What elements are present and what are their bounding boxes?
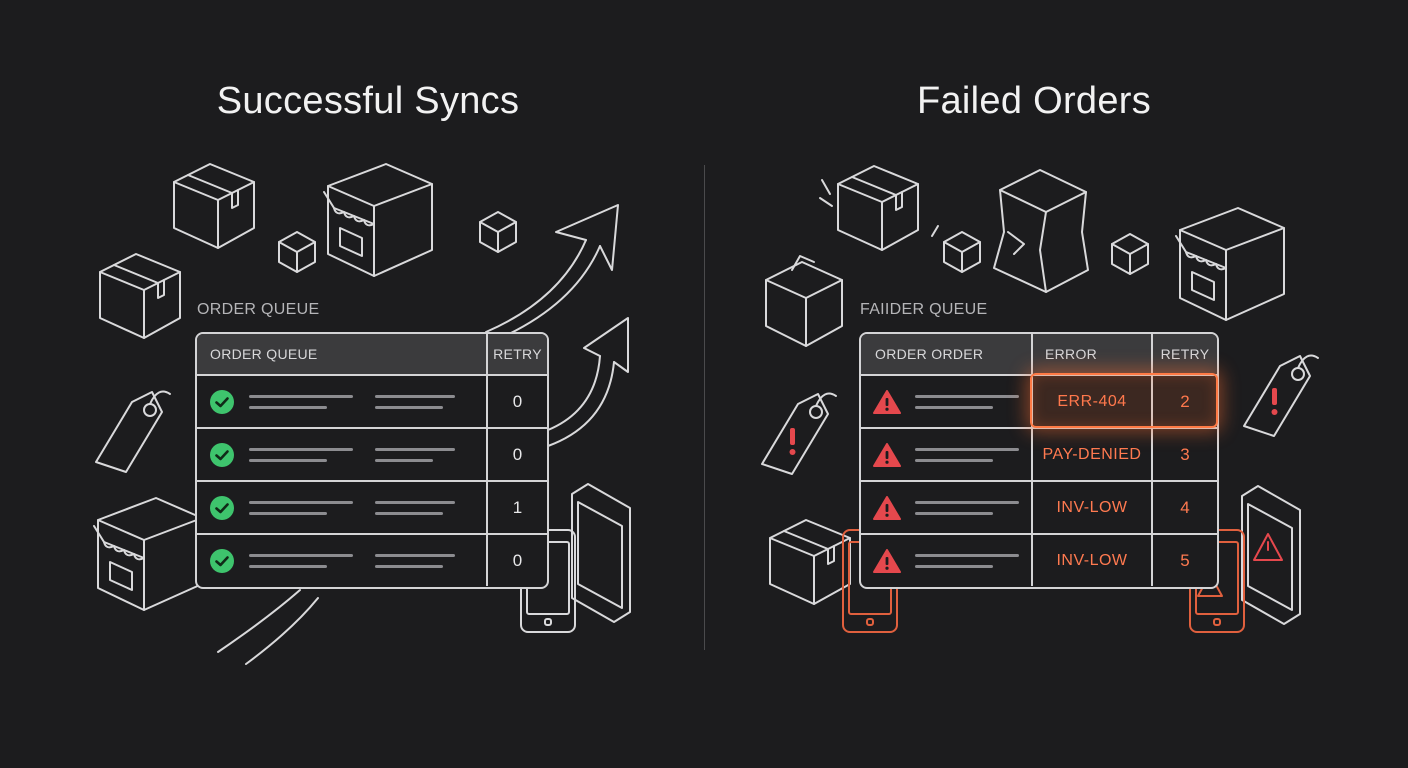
order-placeholder-lines	[375, 500, 455, 515]
trend-arrow-icon	[485, 239, 587, 333]
table-row[interactable]: 1	[197, 480, 547, 533]
order-cell	[861, 429, 1031, 480]
package-box-icon	[765, 255, 843, 347]
order-placeholder-lines	[915, 394, 1019, 409]
error-code: INV-LOW	[1031, 482, 1151, 533]
check-circle-icon	[210, 389, 234, 414]
order-placeholder-lines	[915, 500, 1019, 515]
retry-count: 1	[486, 482, 547, 533]
table-row[interactable]: INV-LOW 4	[861, 480, 1217, 533]
check-circle-icon	[210, 442, 234, 467]
success-order-table: ORDER QUEUE RETRY 0 0 1 0	[195, 332, 549, 589]
retry-count: 0	[486, 429, 547, 480]
alert-tag-icon	[761, 392, 837, 475]
column-header-retry[interactable]: RETRY	[1151, 334, 1217, 374]
package-box-icon	[99, 253, 181, 339]
order-cell	[197, 429, 486, 480]
error-code: INV-LOW	[1031, 535, 1151, 586]
cube-icon	[479, 211, 517, 253]
order-cell	[197, 535, 486, 586]
order-cell	[861, 376, 1031, 427]
retry-count: 3	[1151, 429, 1217, 480]
table-header-row: ORDER QUEUE RETRY	[197, 334, 547, 374]
order-placeholder-lines	[249, 500, 353, 515]
package-box-icon	[173, 163, 255, 249]
warning-triangle-icon	[873, 389, 901, 414]
storefront-icon	[93, 497, 203, 611]
table-row[interactable]: 0	[197, 427, 547, 480]
column-header-order[interactable]: ORDER ORDER	[875, 346, 984, 362]
table-row[interactable]: 0	[197, 374, 547, 427]
failed-order-table: ORDER ORDER ERROR RETRY ERR-404 2 PAY-DE…	[859, 332, 1219, 589]
tablet-icon	[571, 483, 631, 623]
table-row[interactable]: ERR-404 2	[861, 374, 1217, 427]
retry-count: 0	[486, 376, 547, 427]
order-placeholder-lines	[249, 553, 353, 568]
motion-lines-icon	[819, 179, 833, 207]
damaged-box-icon	[993, 169, 1089, 293]
failed-queue-label: FAIIDER QUEUE	[860, 301, 988, 318]
error-code: ERR-404	[1031, 376, 1151, 427]
table-row[interactable]: 0	[197, 533, 547, 586]
retry-count: 2	[1151, 376, 1217, 427]
retry-count: 4	[1151, 482, 1217, 533]
retry-count: 0	[486, 535, 547, 586]
storefront-icon	[323, 163, 433, 277]
table-row[interactable]: INV-LOW 5	[861, 533, 1217, 586]
order-placeholder-lines	[375, 447, 455, 462]
column-header-retry[interactable]: RETRY	[486, 334, 547, 374]
table-header-row: ORDER ORDER ERROR RETRY	[861, 334, 1217, 374]
alert-device-icon	[1241, 485, 1301, 625]
package-box-icon	[837, 165, 919, 251]
warning-triangle-icon	[873, 442, 901, 467]
storefront-icon	[1175, 207, 1285, 321]
order-placeholder-lines	[375, 553, 455, 568]
failed-orders-title: Failed Orders	[916, 80, 1152, 122]
successful-syncs-title: Successful Syncs	[216, 80, 520, 122]
retry-count: 5	[1151, 535, 1217, 586]
order-cell	[197, 482, 486, 533]
check-circle-icon	[210, 495, 234, 520]
warning-triangle-icon	[873, 548, 901, 573]
order-placeholder-lines	[915, 447, 1019, 462]
order-cell	[197, 376, 486, 427]
price-tag-icon	[95, 390, 171, 473]
order-placeholder-lines	[915, 553, 1019, 568]
warning-triangle-icon	[873, 495, 901, 520]
panel-divider	[704, 165, 705, 650]
package-box-icon	[769, 519, 851, 605]
cube-icon	[1111, 233, 1149, 275]
order-cell	[861, 535, 1031, 586]
order-cell	[861, 482, 1031, 533]
cube-icon	[943, 231, 981, 273]
error-row-highlight	[1030, 373, 1218, 428]
error-code: PAY-DENIED	[1031, 429, 1151, 480]
alert-tag-icon	[1243, 354, 1319, 437]
table-row[interactable]: PAY-DENIED 3	[861, 427, 1217, 480]
order-placeholder-lines	[249, 447, 353, 462]
cube-icon	[278, 231, 316, 273]
check-circle-icon	[210, 548, 234, 573]
order-placeholder-lines	[375, 394, 455, 409]
order-queue-label: ORDER QUEUE	[197, 301, 320, 318]
column-header-error[interactable]: ERROR	[1031, 334, 1151, 374]
order-placeholder-lines	[249, 394, 353, 409]
column-header-order-queue[interactable]: ORDER QUEUE	[210, 346, 318, 362]
